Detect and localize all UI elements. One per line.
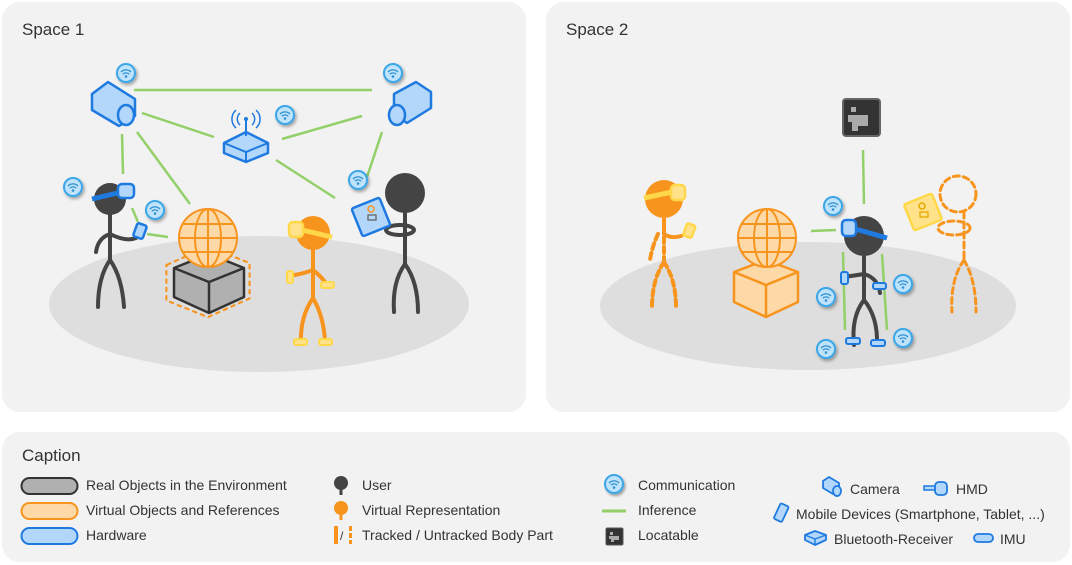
caption-title: Caption: [22, 446, 81, 465]
bluetooth-receiver-icon: [804, 530, 827, 546]
virtual-phone: [682, 222, 697, 239]
space-1-scene: [49, 63, 469, 372]
wifi-icon: [893, 328, 913, 348]
space-2-panel: Space 2: [546, 2, 1070, 412]
wifi-icon: [816, 339, 836, 359]
space-1-panel: Space 1: [2, 2, 526, 412]
hardware-swatch: [20, 527, 79, 545]
caption-panel: Caption Real Objects in the Environment …: [2, 432, 1070, 562]
untracked-virtual-user: [936, 174, 978, 314]
virtual-globe: [737, 208, 797, 268]
legend-user: User: [362, 477, 392, 493]
user-right: [384, 173, 425, 314]
legend-imu: IMU: [1000, 531, 1026, 547]
bluetooth-receiver: [222, 109, 270, 164]
legend-hardware: Hardware: [86, 527, 147, 543]
wifi-icon: [604, 474, 624, 494]
floor: [49, 236, 469, 372]
legend-bluetooth-receiver: Bluetooth-Receiver: [834, 531, 954, 547]
legend-camera: Camera: [850, 481, 900, 497]
wifi-icon: [116, 63, 136, 83]
wifi-icon: [348, 170, 368, 190]
hmd-icon: [923, 481, 948, 496]
legend-hmd: HMD: [956, 481, 988, 497]
legend-inference: Inference: [638, 502, 697, 518]
svg-text:/: /: [340, 529, 344, 543]
camera-icon: [822, 476, 842, 497]
mobile-device-icon: [773, 502, 790, 523]
wifi-icon: [816, 287, 836, 307]
smartphone: [132, 222, 148, 240]
camera-left: [90, 80, 137, 128]
marker-icon: [605, 527, 624, 546]
tablet: [350, 196, 392, 238]
wifi-icon: [145, 200, 165, 220]
imu-icon: [973, 533, 994, 543]
virtual-hmd: [287, 220, 333, 240]
wifi-icon: [383, 63, 403, 83]
tracked-untracked-icon: /: [334, 526, 352, 544]
inference-lines: [120, 88, 384, 239]
virtual-tablet: [903, 192, 943, 232]
legend-locatable: Locatable: [638, 527, 699, 543]
wifi-icon: [275, 105, 295, 125]
wifi-icon: [63, 177, 83, 197]
space-2-scene: [600, 98, 1016, 370]
wifi-icon: [823, 196, 843, 216]
wifi-icon: [893, 274, 913, 294]
virtual-pin-icon: [334, 501, 348, 520]
inference-line-icon: [602, 509, 626, 513]
hmd-left: [91, 182, 136, 202]
legend-communication: Communication: [638, 477, 736, 493]
locatable-marker: [842, 98, 881, 137]
legend-virtual-objects: Virtual Objects and References: [86, 502, 280, 518]
camera-right: [387, 80, 433, 127]
legend-tracked-untracked: Tracked / Untracked Body Part: [362, 527, 553, 543]
virtual-hmd: [643, 183, 687, 202]
hmd: [840, 218, 888, 241]
user-pin-icon: [334, 476, 348, 495]
virtual-imus: [286, 270, 335, 346]
legend-virtual-representation: Virtual Representation: [362, 502, 501, 518]
space-1-title: Space 1: [22, 20, 85, 39]
virtual-globe: [178, 208, 238, 268]
inference-lines: [810, 149, 889, 331]
real-objects-swatch: [20, 477, 79, 495]
space-2-title: Space 2: [566, 20, 629, 39]
legend-real-objects: Real Objects in the Environment: [86, 477, 287, 493]
imus: [840, 271, 887, 347]
legend-mobile-devices: Mobile Devices (Smartphone, Tablet, ...): [796, 506, 1045, 522]
virtual-objects-swatch: [20, 502, 79, 520]
